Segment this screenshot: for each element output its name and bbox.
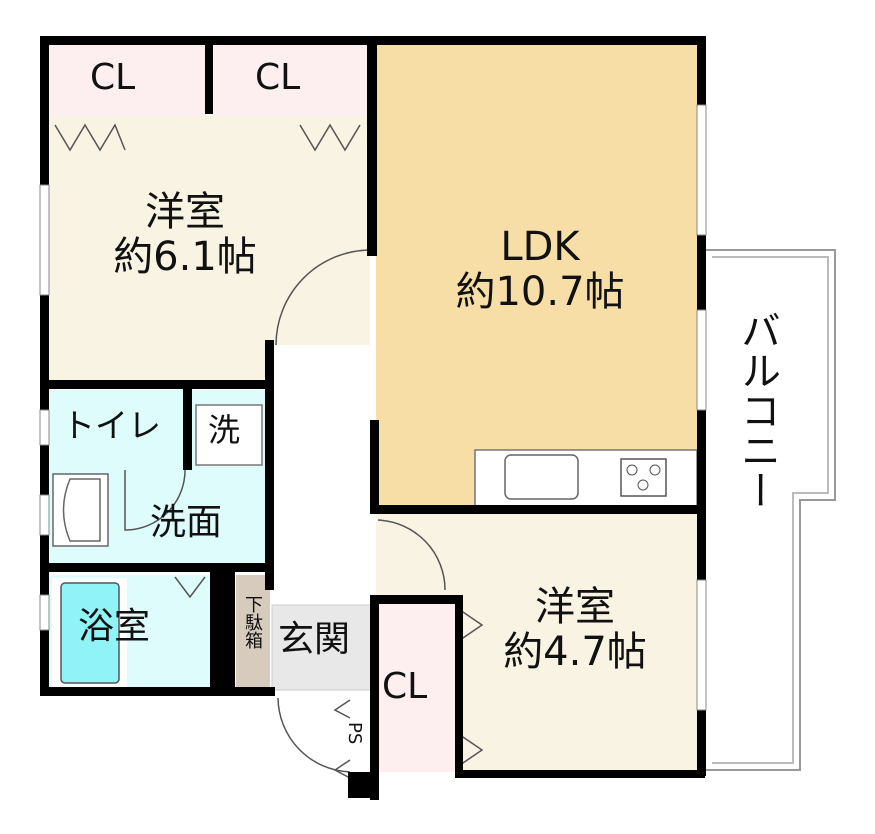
western-room-1-area — [46, 116, 370, 385]
bath-label: 浴室 — [78, 606, 151, 647]
closet-3-area — [378, 602, 458, 772]
entrance-label: 玄関 — [278, 619, 351, 660]
closet-3-label: CL — [382, 666, 428, 707]
ldk-label: LDK 約10.7帖 — [440, 225, 640, 315]
pipe-space-label: PS — [344, 722, 365, 745]
washer-label: 洗 — [208, 411, 241, 449]
ldk-size: 約10.7帖 — [455, 268, 625, 315]
bathtub-icon — [60, 582, 120, 684]
entrance-area — [271, 604, 373, 691]
closet-1-label: CL — [90, 57, 136, 98]
toilet-label: トイレ — [62, 406, 161, 445]
western-room-1-size: 約6.1帖 — [113, 233, 257, 280]
washbasin-icon — [52, 473, 109, 547]
shoe-box-area — [236, 575, 270, 690]
western-room-1-label: 洋室 約6.1帖 — [100, 190, 270, 280]
shoe-box-label: 下駄箱 — [242, 595, 263, 649]
ldk-name: LDK — [500, 224, 580, 270]
western-room-1-name: 洋室 — [145, 189, 225, 235]
western-room-2-label: 洋室 約4.7帖 — [485, 585, 665, 675]
door-swings — [54, 123, 484, 779]
sink-icon — [504, 454, 579, 500]
ldk-area — [376, 44, 698, 510]
closet-2-area — [212, 44, 370, 116]
washer-space — [195, 404, 263, 466]
washroom-label: 洗面 — [150, 502, 223, 543]
balcony-label: バルコニー — [734, 310, 780, 510]
closet-1-area — [46, 44, 206, 116]
closet-2-label: CL — [255, 57, 301, 98]
western-room-2-name: 洋室 — [535, 584, 615, 630]
windows — [39, 104, 707, 711]
balcony-area — [705, 249, 836, 771]
toilet-area — [48, 390, 186, 465]
western-room-2-size: 約4.7帖 — [503, 628, 647, 675]
